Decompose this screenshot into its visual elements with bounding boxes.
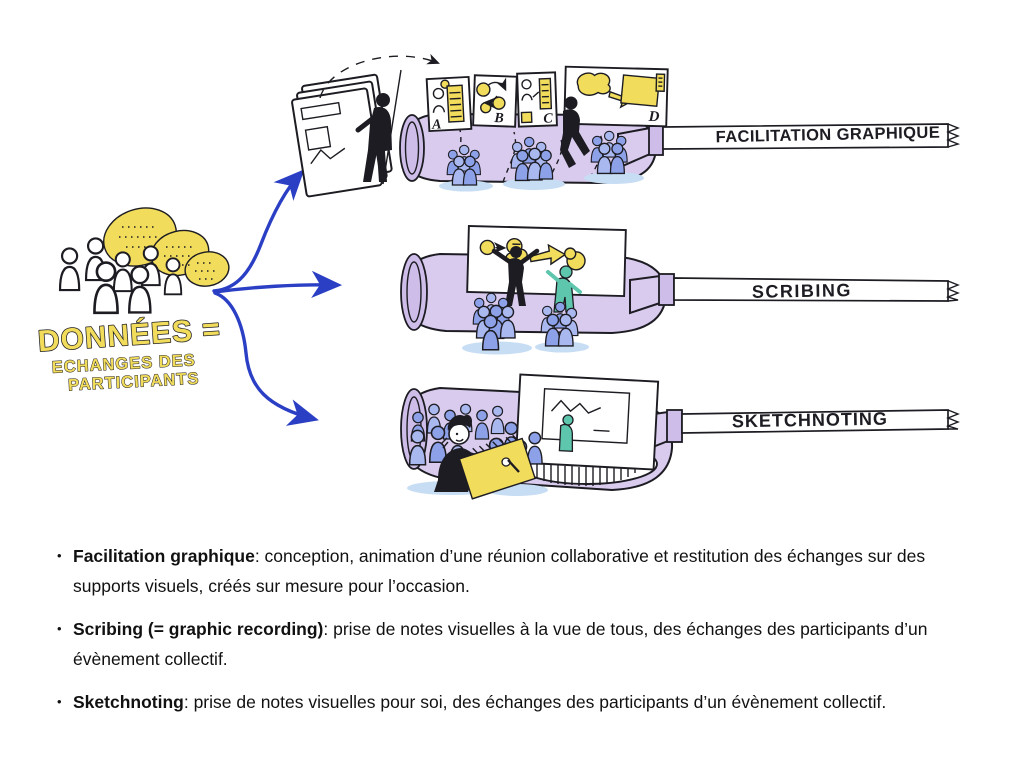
branch-arrows [212, 169, 343, 426]
arrow-to-sketchnoting-icon [213, 291, 319, 426]
scene-facilitation: A B C D [291, 53, 961, 198]
crowd-cluster [503, 136, 565, 190]
definition-item-scribing: • Scribing (= graphic recording): prise d… [55, 614, 967, 674]
panel-label: B [493, 111, 504, 126]
source-crowd: DONNÉES = ECHANGES DES PARTICIPANTS [36, 207, 230, 395]
walking-figure-silhouette [560, 96, 590, 168]
scene-scribing: SCRIBING [400, 224, 960, 355]
crowd-cluster [439, 144, 493, 192]
facilitator-silhouette [355, 93, 392, 182]
panel-a: A [425, 75, 473, 133]
bullet-glyph: • [57, 694, 62, 709]
panel-label: A [431, 117, 442, 133]
scene-sketchnoting: SKETCHNOTING [400, 373, 960, 500]
crowd-cluster [584, 130, 644, 184]
scribe-silhouette [491, 246, 540, 306]
label-facilitation-graphique: FACILITATION GRAPHIQUE [715, 124, 940, 147]
definition-term: Scribing (= graphic recording) [73, 619, 324, 639]
definition-text: : prise de notes visuelles à la vue de t… [73, 619, 928, 669]
definition-term: Facilitation graphique [73, 546, 255, 566]
bullet-glyph: • [57, 548, 62, 563]
pen-icon [507, 459, 520, 473]
definition-text: : conception, animation d’une réunion co… [73, 546, 926, 596]
panel-b: B [472, 74, 518, 128]
whiteboard [466, 224, 627, 298]
arrow-to-scribing-icon [213, 270, 343, 298]
definition-item-facilitation: • Facilitation graphique: conception, ani… [55, 541, 967, 601]
arrow-to-facilitation-icon [212, 169, 305, 293]
crowd-cluster [462, 292, 532, 355]
bullet-glyph: • [57, 621, 62, 636]
panel-label: C [543, 111, 554, 126]
crowd-cluster [535, 301, 589, 353]
panel-label: D [647, 109, 659, 125]
divider-slash [382, 69, 402, 185]
definition-item-sketchnoting: • Sketchnoting: prise de notes visuelles … [55, 687, 967, 717]
definition-term: Sketchnoting [73, 692, 184, 712]
illustration: DONNÉES = ECHANGES DES PARTICIPANTS [36, 53, 961, 500]
notebook-icon [458, 434, 537, 500]
definition-text: : prise de notes visuelles pour soi, des… [183, 692, 887, 712]
label-sketchnoting: SKETCHNOTING [732, 409, 888, 432]
panel-d: D [563, 65, 669, 128]
label-scribing: SCRIBING [752, 280, 852, 302]
definitions-list: • Facilitation graphique: conception, ani… [55, 541, 967, 730]
panel-c: C [516, 71, 558, 128]
source-subtitle-line2: PARTICIPANTS [68, 370, 200, 395]
sketchnoter [434, 414, 537, 500]
flipchart-icon [291, 73, 393, 198]
projection-screen [514, 373, 660, 471]
